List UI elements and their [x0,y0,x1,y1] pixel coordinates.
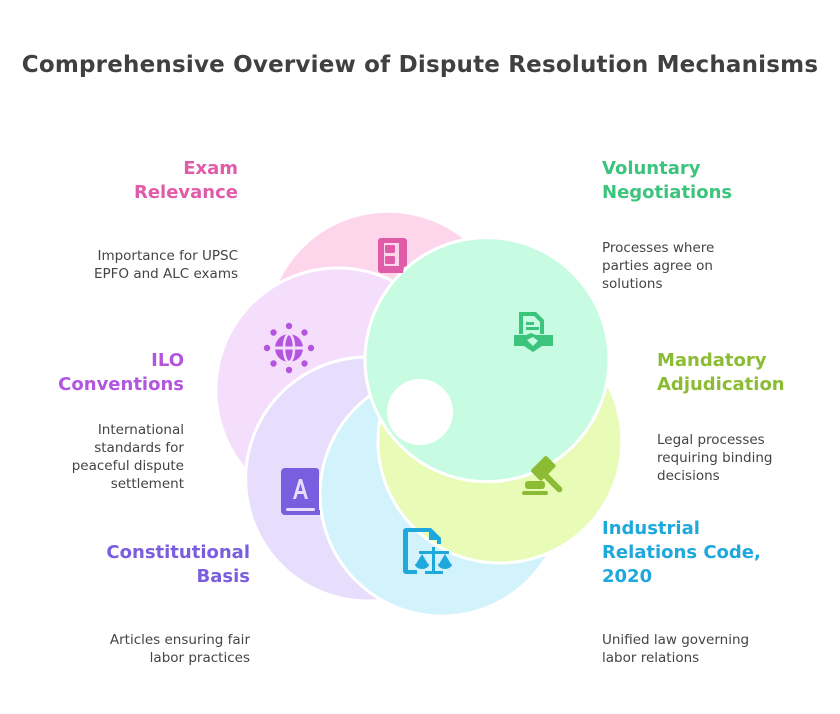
description-line: decisions [657,468,720,484]
label-exam-relevance: Exam Relevance [60,157,238,205]
label-line: Exam [183,158,238,179]
description-line: settlement [110,476,184,492]
mobile-document-icon [378,238,407,273]
gavel-icon [522,456,563,495]
description-constitutional-basis: Articles ensuring fair labor practices [30,631,250,667]
label-voluntary-negotiations: Voluntary Negotiations [602,157,822,205]
description-line: labor practices [149,650,250,666]
globe-network-icon [263,322,315,374]
description-line: standards for [94,440,184,456]
label-line: Relevance [133,182,238,203]
label-line: Negotiations [602,182,733,203]
handshake-contract-icon [514,312,553,352]
label-line: Relations Code, [602,542,761,563]
description-line: Articles ensuring fair [109,632,250,648]
description-line: Importance for UPSC [97,248,238,264]
description-industrial-relations-code: Unified law governing labor relations [602,631,822,667]
description-line: solutions [602,276,663,292]
label-line: Industrial [602,518,700,539]
diagram-title: Comprehensive Overview of Dispute Resolu… [21,52,819,78]
description-line: International [97,422,184,438]
label-line: 2020 [602,566,653,587]
description-ilo-conventions: International standards for peaceful dis… [20,421,184,493]
label-ilo-conventions: ILO Conventions [20,349,184,397]
description-line: Processes where [602,240,715,256]
description-exam-relevance: Importance for UPSC EPFO and ALC exams [40,247,238,283]
description-line: parties agree on [602,258,713,274]
legal-document-scales-icon [403,528,452,574]
book-icon [281,468,320,515]
description-line: Legal processes [657,432,765,448]
description-line: peaceful dispute [71,458,184,474]
label-industrial-relations-code: Industrial Relations Code, 2020 [602,517,832,589]
description-mandatory-adjudication: Legal processes requiring binding decisi… [657,431,837,485]
label-line: Mandatory [657,350,767,371]
label-line: Basis [196,566,250,587]
label-line: Constitutional [106,542,250,563]
petal-voluntary-negotiations [363,236,611,484]
description-voluntary-negotiations: Processes where parties agree on solutio… [602,239,802,293]
label-line: Voluntary [602,158,701,179]
label-constitutional-basis: Constitutional Basis [40,541,250,589]
center-hole [387,379,453,445]
description-line: EPFO and ALC exams [93,266,238,282]
label-mandatory-adjudication: Mandatory Adjudication [657,349,837,397]
label-line: Conventions [58,374,184,395]
description-line: labor relations [602,650,700,666]
description-line: requiring binding [657,450,773,466]
label-line: ILO [151,350,184,371]
label-line: Adjudication [657,374,785,395]
description-line: Unified law governing [602,632,750,648]
